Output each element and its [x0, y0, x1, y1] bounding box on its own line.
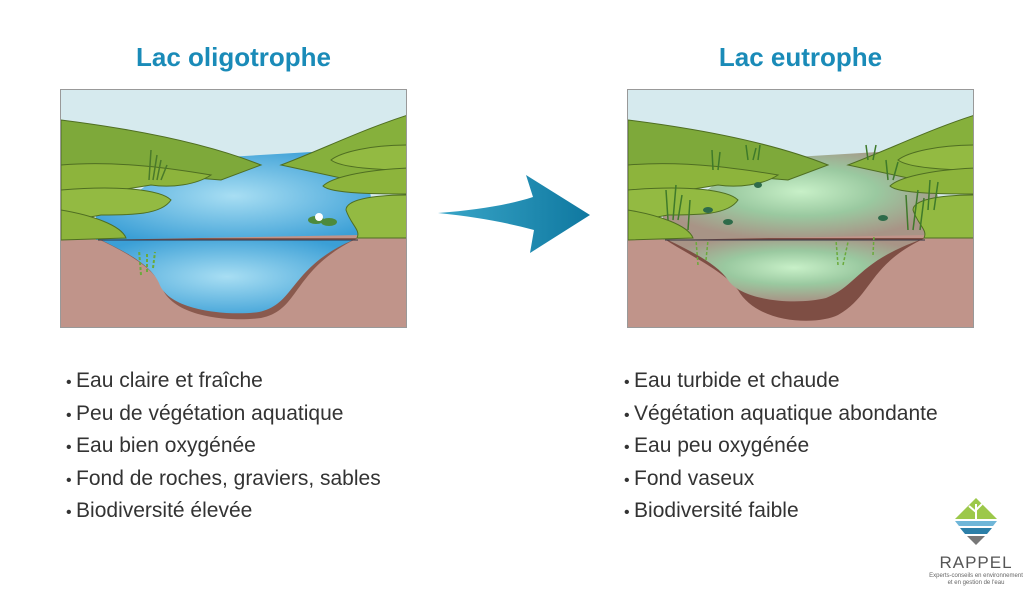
logo-tagline-1: Experts-conseils en environnement [929, 573, 1023, 579]
oligotrophic-lake-illustration [60, 89, 407, 328]
eutrophic-characteristics: Eau turbide et chaude Végétation aquatiq… [624, 366, 938, 529]
list-item: Fond de roches, graviers, sables [66, 464, 381, 497]
logo-icon [955, 498, 997, 545]
right-title: Lac eutrophe [718, 42, 883, 72]
logo-tagline-2: et en gestion de l'eau [947, 580, 1005, 586]
list-item: Biodiversité élevée [66, 496, 381, 529]
list-item: Eau bien oxygénée [66, 431, 381, 464]
list-item: Végétation aquatique abondante [624, 399, 938, 432]
list-item: Peu de végétation aquatique [66, 399, 381, 432]
list-item: Eau claire et fraîche [66, 366, 381, 399]
rappel-logo: RAPPEL Experts-conseils en environnement… [928, 496, 1024, 587]
left-title: Lac oligotrophe [136, 42, 331, 72]
list-item: Eau turbide et chaude [624, 366, 938, 399]
eutrophic-lake-illustration [627, 89, 974, 328]
list-item: Eau peu oxygénée [624, 431, 938, 464]
list-item: Fond vaseux [624, 464, 938, 497]
oligotrophic-characteristics: Eau claire et fraîche Peu de végétation … [66, 366, 381, 529]
arrow-icon [438, 175, 590, 253]
list-item: Biodiversité faible [624, 496, 938, 529]
logo-name: RAPPEL [939, 553, 1013, 572]
